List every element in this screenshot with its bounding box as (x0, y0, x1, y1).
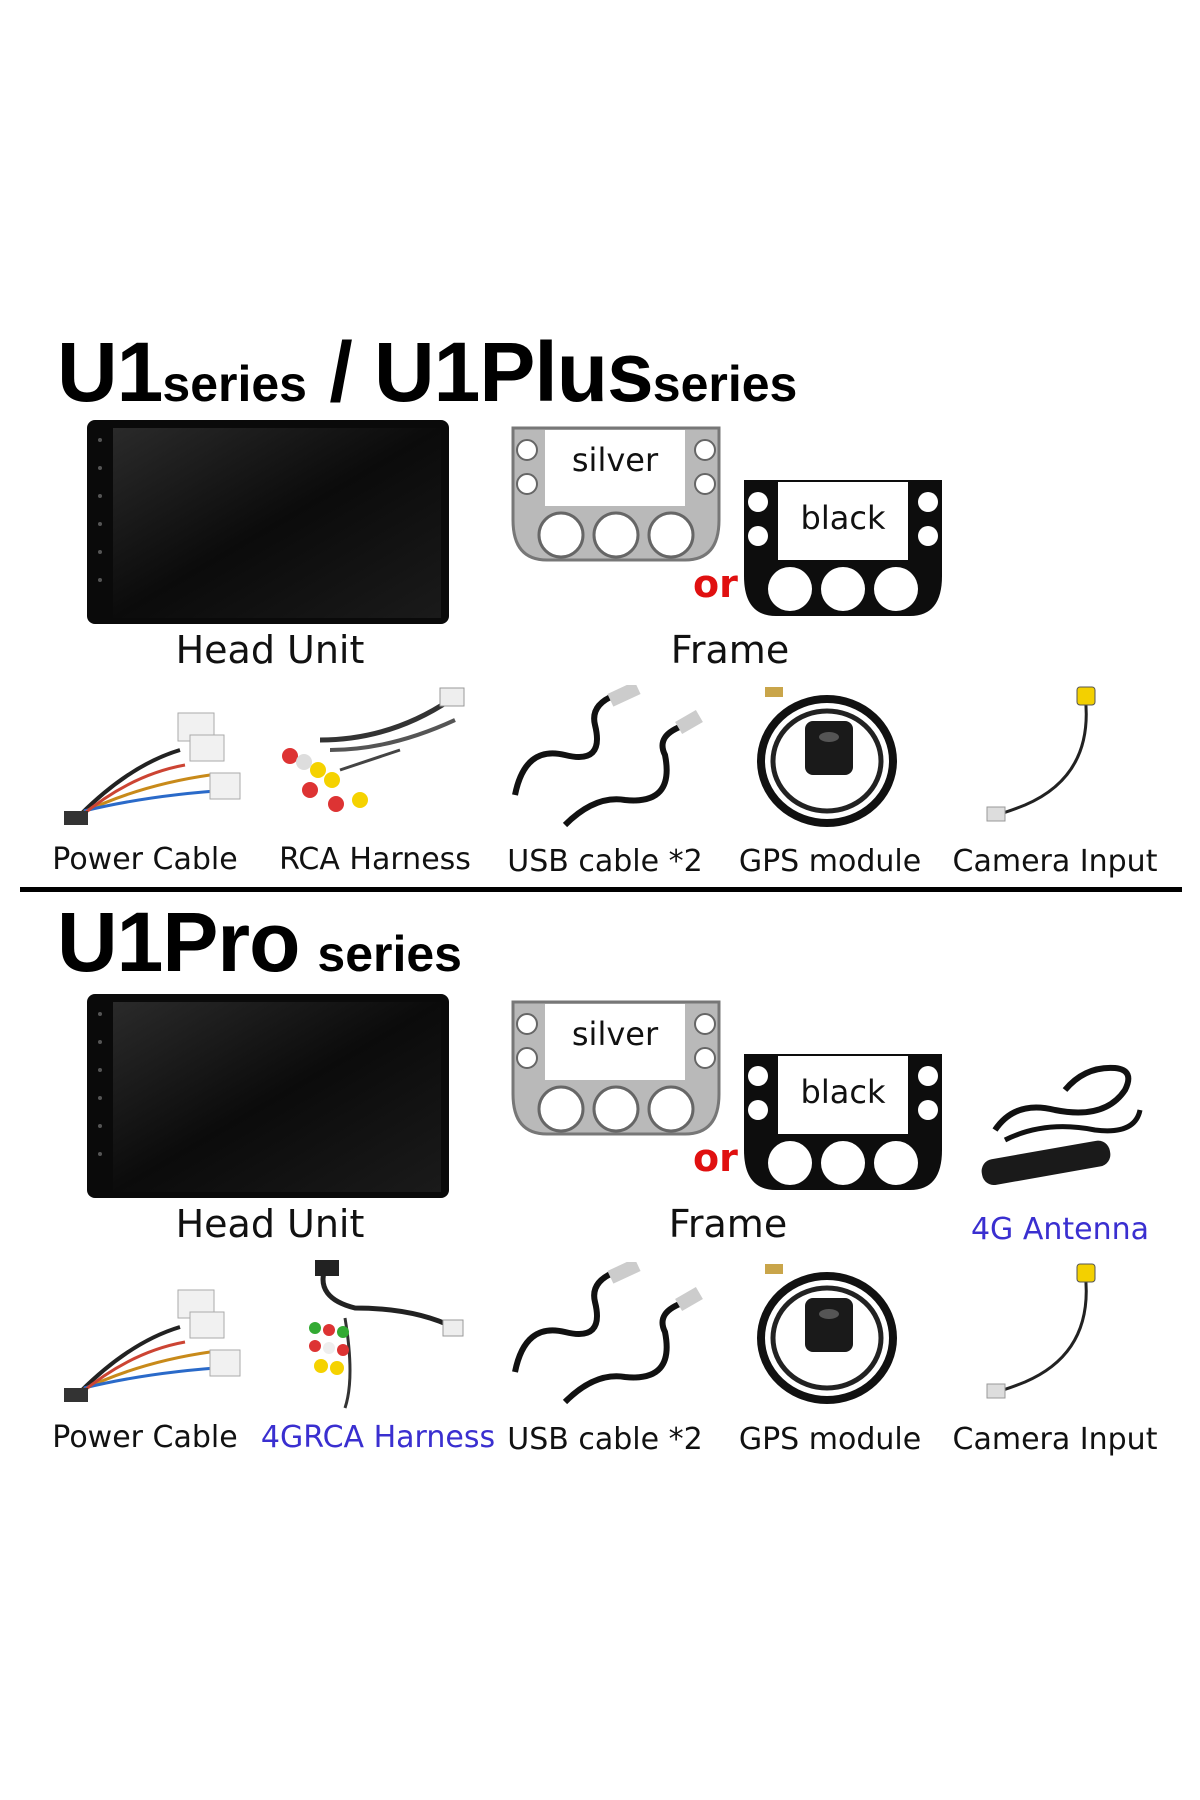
head-unit-label: Head Unit (175, 628, 365, 672)
or-text: or (693, 1136, 738, 1180)
gps-module-icon (755, 1262, 905, 1412)
accessory-label: Power Cable (52, 1420, 238, 1455)
accessory-label: GPS module (738, 1422, 922, 1457)
4g-antenna-icon (975, 1060, 1150, 1185)
section-divider (20, 887, 1182, 892)
section1-title: U1series / U1Plusseries (57, 330, 797, 414)
4g-antenna-label: 4G Antenna (970, 1212, 1150, 1247)
accessory-label: Camera Input (952, 844, 1158, 879)
usb-cable-icon (505, 685, 705, 835)
power-cable-icon (60, 695, 250, 830)
title-series-1: series (162, 356, 307, 412)
frame-black-label: black (788, 495, 898, 541)
title-u1pro: U1Pro (57, 895, 300, 989)
accessory-label: Power Cable (52, 842, 238, 877)
gps-module-icon (755, 685, 905, 835)
title-u1: U1 (57, 325, 163, 419)
title-sep: / (306, 325, 374, 419)
accessory-label: Camera Input (952, 1422, 1158, 1457)
rca-harness-icon (295, 1258, 465, 1418)
camera-input-icon (985, 685, 1115, 835)
title-series-3: series (317, 926, 462, 982)
power-cable-icon (60, 1272, 250, 1407)
frame-label: Frame (668, 1202, 788, 1246)
or-text: or (693, 562, 738, 606)
head-unit-image (85, 418, 455, 628)
head-unit-label: Head Unit (175, 1202, 365, 1246)
frame-silver-label: silver (560, 1011, 670, 1057)
frame-label: Frame (670, 628, 790, 672)
title-series-2: series (652, 356, 798, 412)
title-u1plus: U1Plus (374, 325, 654, 419)
accessory-label: USB cable *2 (507, 844, 703, 879)
accessory-label: 4GRCA Harness (260, 1420, 496, 1455)
accessory-label: RCA Harness (279, 842, 471, 877)
usb-cable-icon (505, 1262, 705, 1412)
head-unit-image (85, 992, 455, 1202)
accessory-label: USB cable *2 (507, 1422, 703, 1457)
camera-input-icon (985, 1262, 1115, 1412)
rca-harness-icon (280, 680, 470, 830)
accessory-label: GPS module (738, 844, 922, 879)
frame-silver-label: silver (560, 437, 670, 483)
frame-black-label: black (788, 1069, 898, 1115)
